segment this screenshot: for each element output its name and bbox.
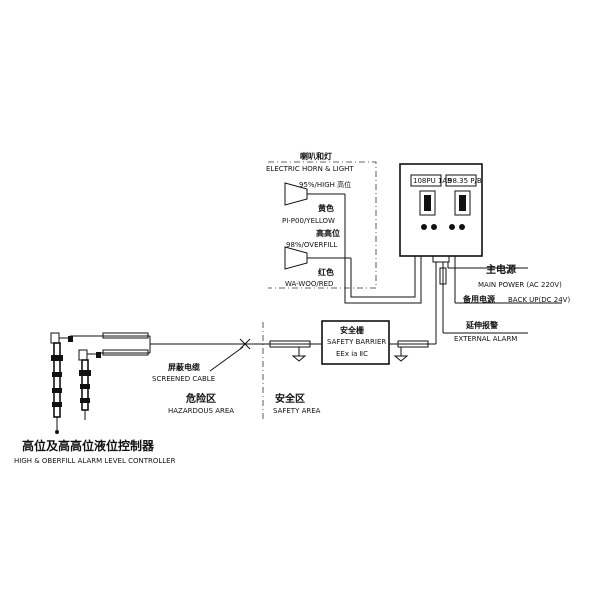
yellow-en: PI-P00/YELLOW — [282, 217, 335, 225]
panel-display-right: 98.35 P/B — [448, 177, 482, 185]
horn-light-cn: 喇叭和灯 — [300, 151, 332, 161]
overfill-en: 98%/OVERFILL — [286, 241, 337, 249]
barrier-output-cable — [389, 262, 437, 362]
ext-alarm-cn: 延伸报警 — [465, 320, 498, 330]
horn-light-en: ELECTRIC HORN & LIGHT — [266, 165, 354, 173]
barrier-input-cable — [258, 340, 322, 362]
screened-cable: 屏蔽电缆 SCREENED CABLE — [152, 338, 251, 383]
barrier-en: SAFETY BARRIER — [327, 338, 386, 346]
panel-knob-3 — [449, 224, 455, 230]
sensor-cables — [70, 332, 258, 356]
safety-barrier: 安全栅 SAFETY BARRIER EEx ia ⅡC — [321, 320, 390, 365]
backup-en: BACK UP(DC 24V) — [508, 296, 570, 304]
hazard-en: HAZARDOUS AREA — [168, 407, 234, 415]
control-panel: 108PU 1AB 98.35 P/B — [399, 163, 483, 263]
main-power-en: MAIN POWER (AC 220V) — [478, 281, 562, 289]
safe-en: SAFETY AREA — [273, 407, 321, 415]
panel-knob-4 — [459, 224, 465, 230]
red-cn: 红色 — [318, 267, 334, 277]
controller-cn: 高位及高高位液位控制器 — [22, 438, 155, 453]
yellow-cn: 黄色 — [318, 203, 334, 213]
main-power-cn: 主电源 — [486, 263, 516, 276]
ext-alarm-en: EXTERNAL ALARM — [454, 335, 517, 343]
safe-cn: 安全区 — [275, 392, 305, 405]
horn-light-wiring — [344, 194, 422, 304]
hazard-cn: 危险区 — [186, 392, 216, 405]
high-level-label: 95%/HIGH 高位 — [299, 180, 351, 189]
barrier-code: EEx ia ⅡC — [336, 350, 368, 358]
overfill-cn: 高高位 — [316, 228, 340, 238]
panel-output-lines — [435, 256, 562, 344]
horn-icon — [284, 182, 308, 206]
cable-cn: 屏蔽电缆 — [168, 362, 200, 372]
horn-light-group: 喇叭和灯 ELECTRIC HORN & LIGHT 95%/HIGH 高位 黄… — [266, 151, 377, 289]
level-sensor-left — [50, 332, 73, 434]
panel-knob-2 — [431, 224, 437, 230]
level-sensor-right — [78, 349, 101, 420]
panel-knob-1 — [421, 224, 427, 230]
cable-en: SCREENED CABLE — [152, 375, 215, 383]
red-en: WA-WOO/RED — [285, 280, 333, 288]
controller-en: HIGH & OBERFILL ALARM LEVEL CONTROLLER — [14, 457, 176, 465]
light-icon — [284, 246, 308, 270]
backup-cn: 备用电源 — [462, 294, 495, 304]
panel-display-left: 108PU 1AB — [413, 177, 452, 185]
barrier-cn: 安全栅 — [340, 325, 364, 335]
